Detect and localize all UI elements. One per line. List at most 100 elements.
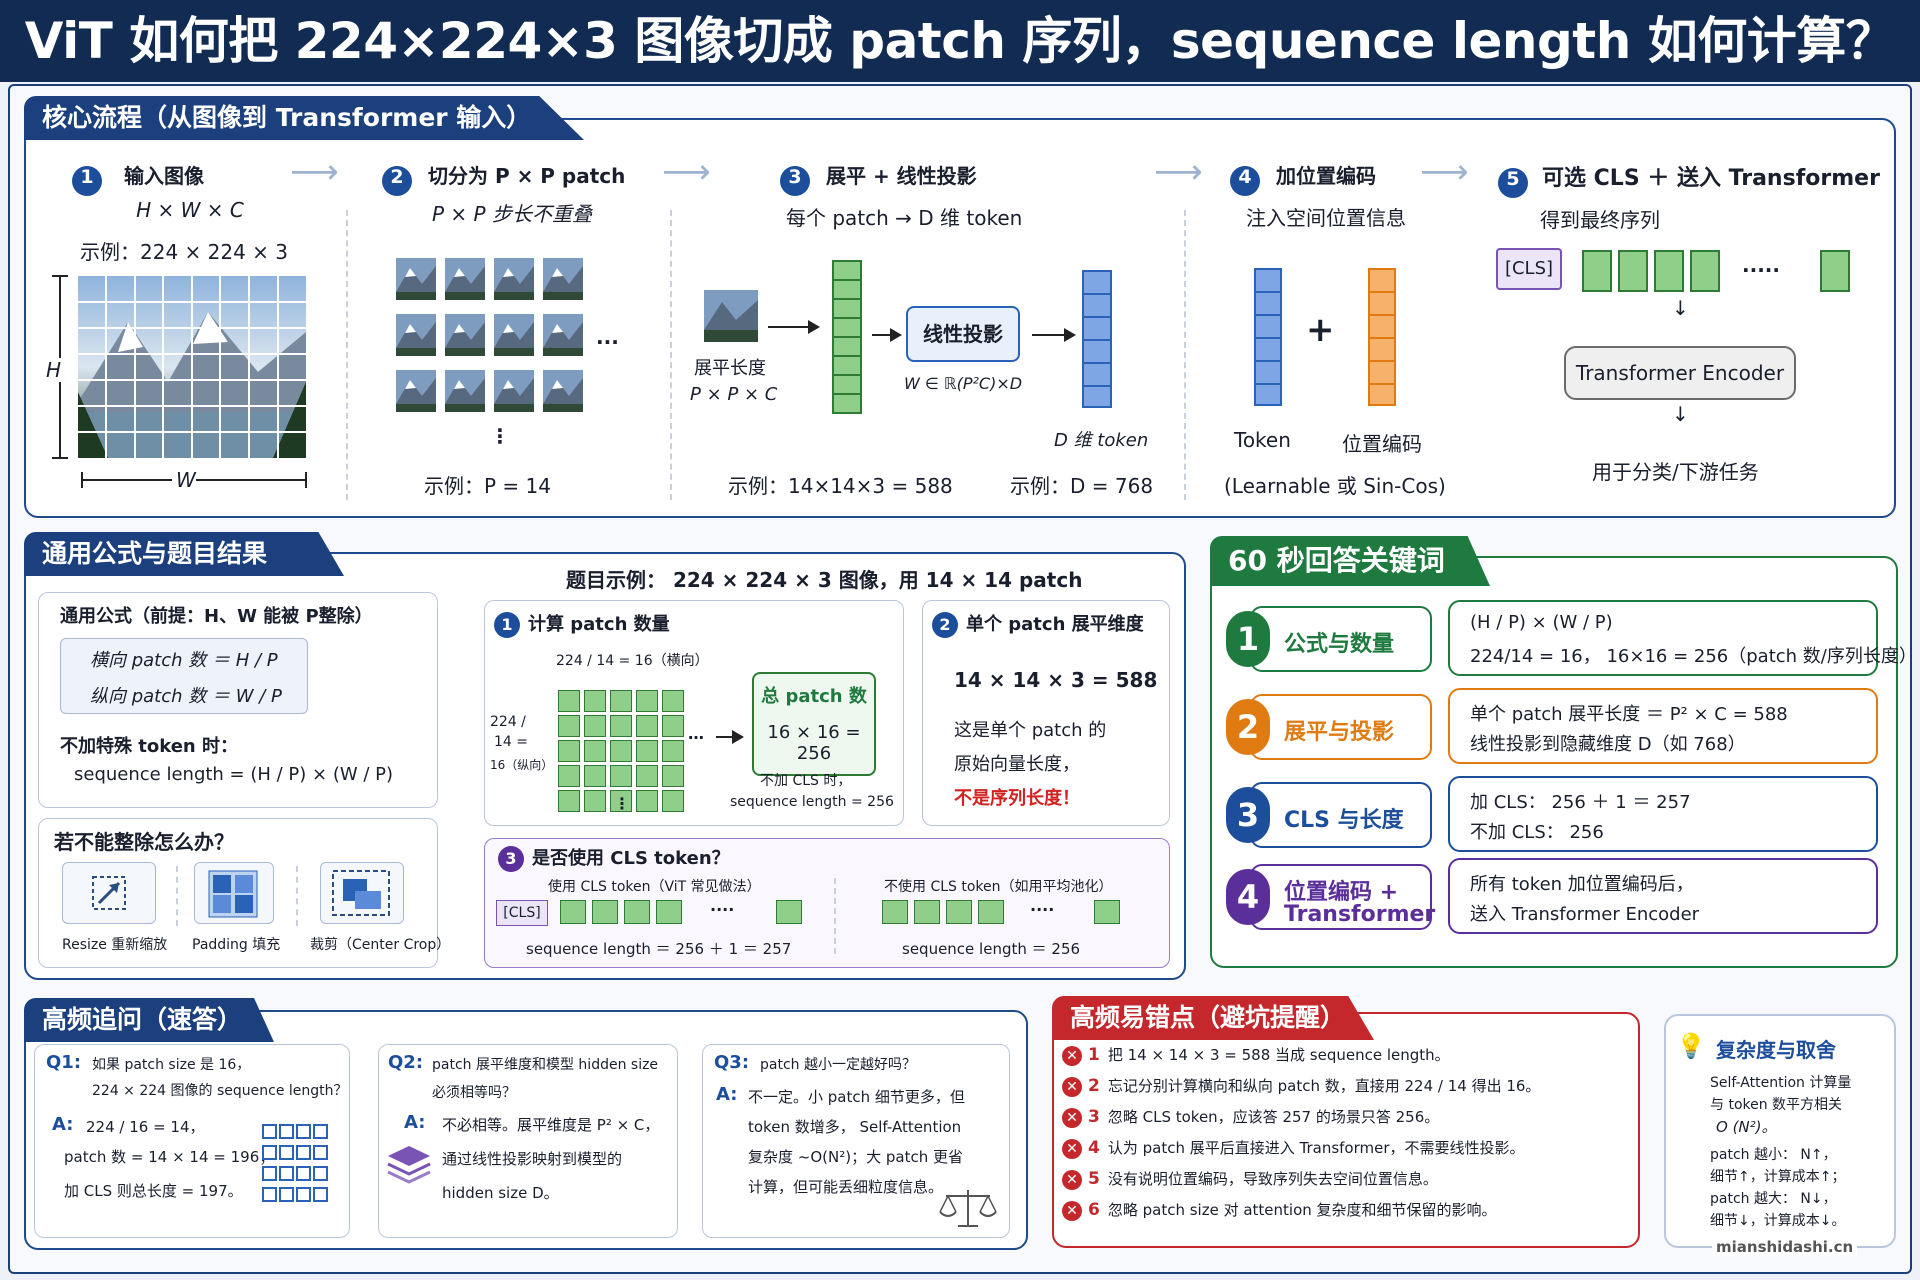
patch-cell [584, 740, 606, 762]
total-patch-value: 16 × 16 = 256 [767, 722, 861, 764]
q2-answer-2: 通过线性投影映射到模型的 [442, 1150, 623, 1168]
patch-cell [279, 1124, 294, 1139]
patch-cell [558, 690, 580, 712]
no-cls-seq: sequence length = 256 [730, 794, 894, 810]
flatten-dim-card [922, 600, 1170, 826]
error-number: 1 [1088, 1045, 1100, 1065]
padding-icon [194, 862, 274, 924]
patch-cell [636, 690, 658, 712]
keyword-answer-2: 线性投影到隐藏维度 D（如 768） [1470, 734, 1746, 755]
seq-formula: sequence length = (H / P) × (W / P) [74, 764, 394, 785]
patch-cell [558, 790, 580, 812]
error-x-icon: ✕ [1062, 1201, 1082, 1221]
q3-text-1: patch 越小一定越好吗？ [760, 1057, 916, 1073]
keyword-number: 4 [1226, 869, 1270, 925]
flattened-vector [832, 260, 862, 414]
errors-tab: 高频易错点（避坑提醒） [1052, 996, 1374, 1040]
q2-text-2: 必须相等吗？ [432, 1085, 516, 1101]
no-cls-seq-len: sequence length ＝ 256 [902, 940, 1081, 958]
card1-number: 1 [494, 612, 520, 638]
keyword-number: 1 [1226, 611, 1270, 667]
keyword-answer-1: (H / P) × (W / P) [1470, 612, 1613, 633]
crop-icon [320, 862, 404, 924]
card3-number: 3 [498, 846, 524, 872]
step3-title: 展平 + 线性投影 [826, 164, 977, 188]
q1-text-1: 如果 patch size 是 16， [92, 1057, 251, 1073]
keyword-answer-2: 不加 CLS： 256 [1470, 822, 1604, 843]
patch-cell [296, 1145, 311, 1160]
error-text: 没有说明位置编码，导致序列失去空间位置信息。 [1107, 1170, 1438, 1188]
patch-grid-figure [396, 258, 583, 412]
flatten-dim-eq: 14 × 14 × 3 = 588 [954, 668, 1158, 692]
step3-sub: 每个 patch → D 维 token [786, 206, 1023, 230]
horizontal-count: 横向 patch 数 ＝ H / P [90, 650, 278, 671]
complexity-line-4: patch 越小： N↑， [1710, 1147, 1837, 1163]
patch-grid-mini [558, 690, 688, 820]
posenc-note: (Learnable 或 Sin-Cos) [1224, 474, 1446, 498]
patch-grid-vdots: ⋮ [490, 424, 510, 448]
no-cls-label: 不使用 CLS token（如用平均池化） [884, 879, 1113, 895]
card2-number: 2 [932, 612, 958, 638]
faq-q1-card [34, 1044, 350, 1238]
patch-cell [636, 715, 658, 737]
error-number: 5 [1088, 1169, 1100, 1189]
error-x-icon: ✕ [1062, 1139, 1082, 1159]
q1-text-2: 224 × 224 图像的 sequence length？ [92, 1083, 348, 1099]
weight-matrix-label: W ∈ ℝ(P²C)×D [904, 374, 1023, 393]
height-label: H [46, 358, 62, 382]
padding-label: Padding 填充 [192, 937, 281, 953]
d-token-vector [1082, 270, 1112, 408]
step2-example: 示例：P = 14 [424, 474, 551, 498]
core-flow-tab: 核心流程（从图像到 Transformer 输入） [24, 96, 584, 140]
vertical-count: 纵向 patch 数 ＝ W / P [90, 686, 282, 707]
step5-title: 可选 CLS ＋ 送入 Transformer [1542, 166, 1880, 191]
lightbulb-icon: 💡 [1676, 1032, 1706, 1060]
keyword-text-2: Transformer [1284, 902, 1436, 927]
q2-label: Q2: [388, 1052, 424, 1073]
error-number: 3 [1088, 1107, 1100, 1127]
step2-title: 切分为 P × P patch [428, 164, 626, 188]
general-formula-title: 通用公式（前提：H、W 能被 P整除） [60, 606, 373, 627]
q3-answer-1: 不一定。小 patch 细节更多，但 [748, 1088, 965, 1106]
keyword-answer-1: 所有 token 加位置编码后， [1470, 874, 1694, 895]
patch-cell [584, 715, 606, 737]
patch-cell [279, 1145, 294, 1160]
q1-label: Q1: [46, 1052, 82, 1073]
error-text: 忘记分别计算横向和纵向 patch 数，直接用 224 / 14 得出 16。 [1107, 1077, 1541, 1095]
width-label: W [176, 468, 196, 492]
faq-q2-card [378, 1044, 678, 1238]
patch-cell [662, 690, 684, 712]
complexity-line-7: 细节↓，计算成本↓。 [1710, 1213, 1846, 1229]
keyword-number: 2 [1226, 699, 1270, 755]
transformer-encoder-box: Transformer Encoder [1564, 346, 1796, 400]
flatten-warning: 不是序列长度！ [954, 788, 1080, 809]
keyword-answer-2: 224/14 = 16， 16×16 = 256（patch 数/序列长度） [1470, 646, 1917, 667]
q1-answer-1: 224 / 16 = 14， [86, 1118, 205, 1136]
step3-example2: 示例：D = 768 [1010, 474, 1154, 498]
token-label: Token [1234, 428, 1291, 452]
no-special-token: 不加特殊 token 时： [60, 736, 239, 757]
flow-arrow-4: ⟶ [1420, 152, 1469, 192]
q1-answer-3: 加 CLS 则总长度 = 197。 [64, 1182, 243, 1200]
error-text: 忽略 CLS token，应该答 257 的场景只答 256。 [1107, 1108, 1440, 1126]
d-token-label: D 维 token [1054, 430, 1149, 451]
patch-cell [296, 1166, 311, 1181]
patch-cell [296, 1124, 311, 1139]
error-number: 4 [1088, 1138, 1100, 1158]
keyword-answer-box [1448, 776, 1878, 852]
flatten-desc-2: 原始向量长度， [954, 754, 1080, 775]
patch-grid-ellipsis: ··· [596, 330, 619, 354]
flatten-length-label: 展平长度 [694, 358, 766, 379]
error-number: 6 [1088, 1200, 1100, 1220]
patch-cell [584, 790, 606, 812]
q1-answer-2: patch 数 = 14 × 14 = 196； [64, 1148, 275, 1166]
step5-number: 5 [1498, 168, 1528, 198]
vertical-calc-2: 14 = [494, 734, 528, 750]
balance-scale-icon [939, 1190, 997, 1227]
keyword-label-1 [1250, 606, 1432, 672]
